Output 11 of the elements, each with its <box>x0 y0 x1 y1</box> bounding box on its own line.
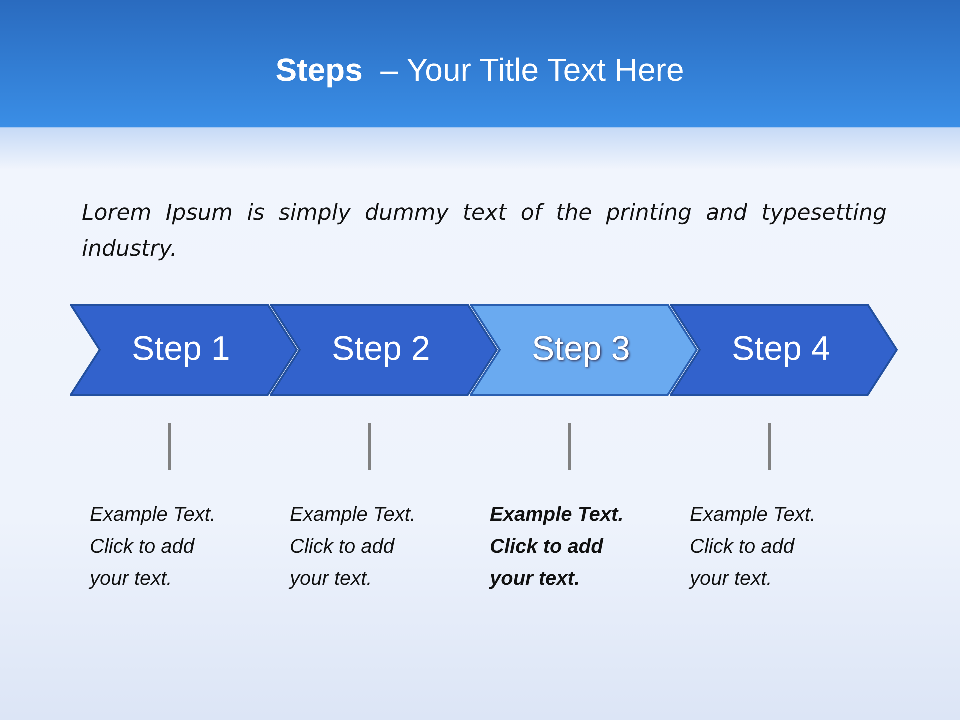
process-step <box>670 304 898 396</box>
step-description: Example Text. Click to add your text. <box>490 503 625 592</box>
step-description: Example Text. Click to add your text. <box>90 503 217 592</box>
step-description: Example Text. Click to add your text. <box>690 503 817 592</box>
process-step <box>70 304 298 396</box>
step-label: Step 1 <box>132 329 230 370</box>
intro-paragraph: Lorem Ipsum is simply dummy text of the printing and typesetting industry. <box>82 200 887 264</box>
step-description: Example Text. Click to add your text. <box>290 503 417 592</box>
title: Steps – Your Title Text Here <box>274 52 686 89</box>
step-label: Step 4 <box>732 329 830 370</box>
step-label: Step 3 <box>532 329 630 370</box>
